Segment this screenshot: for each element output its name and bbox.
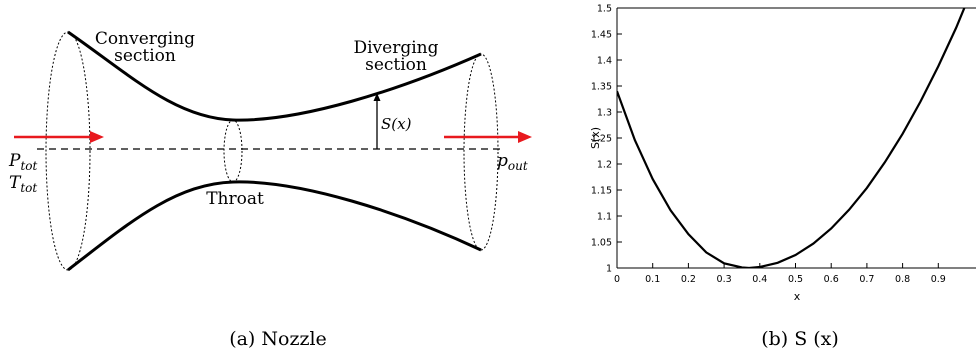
x-tick-label: 0.6	[824, 274, 839, 285]
t-tot-label: Ttot	[9, 173, 37, 195]
x-tick-label: 0.3	[717, 274, 732, 285]
outlet-cross-section	[463, 53, 499, 251]
y-tick-label: 1.25	[591, 134, 612, 145]
y-tick-label: 1.05	[591, 238, 612, 249]
y-tick-label: 1.5	[597, 4, 612, 15]
nozzle-upper-wall	[67, 30, 482, 122]
p-out-label: pout	[497, 151, 528, 173]
y-ticks: 1 1.05 1.1 1.15 1.2 1.25 1.3 1.35 1.4 1.45 1.5	[591, 4, 622, 275]
s-arrow-head	[373, 93, 381, 101]
y-tick-label: 1.4	[597, 56, 612, 67]
y-tick-label: 1.2	[597, 160, 612, 171]
y-tick-label: 1.45	[591, 30, 612, 41]
nozzle-lower-wall	[67, 180, 482, 272]
y-tick-label: 1.35	[591, 82, 612, 93]
p-tot-label: Ptot	[8, 151, 38, 173]
x-tick-label: 0.8	[895, 274, 910, 285]
converging-label-line2: section	[114, 46, 176, 66]
diverging-label-line2: section	[365, 55, 427, 75]
series-line	[617, 8, 966, 268]
throat-cross-section	[223, 119, 243, 183]
x-tick-label: 0.9	[931, 274, 946, 285]
throat-label: Throat	[206, 189, 264, 209]
y-tick-label: 1.1	[597, 212, 612, 223]
converging-label-line1: Converging	[95, 29, 195, 49]
x-tick-label: 0.1	[645, 274, 660, 285]
diverging-label-line1: Diverging	[353, 38, 438, 58]
s-plot: 1 1.05 1.1 1.15 1.2 1.25 1.3 1.35 1.4 1.45 1.5 0 0.…	[589, 4, 976, 350]
nozzle-caption: (a) Nozzle	[229, 328, 327, 350]
x-tick-label: 0	[614, 274, 620, 285]
y-tick-label: 1	[606, 264, 612, 275]
y-tick-label: 1.3	[597, 108, 612, 119]
s-label: S(x)	[381, 115, 412, 133]
x-ticks: 0 0.1 0.2 0.3 0.4 0.5 0.6 0.7 0.8 0.9	[614, 263, 946, 285]
inlet-flow-arrow	[14, 131, 104, 143]
inlet-cross-section	[45, 31, 91, 271]
outlet-flow-arrow	[444, 131, 532, 143]
plot-caption: (b) S (x)	[761, 328, 839, 350]
x-tick-label: 0.2	[681, 274, 696, 285]
y-axis-label: S(x)	[589, 127, 602, 149]
y-tick-label: 1.15	[591, 186, 612, 197]
nozzle-diagram: Converging section Diverging section Thr…	[8, 29, 532, 350]
x-tick-label: 0.7	[859, 274, 874, 285]
x-tick-label: 0.4	[752, 274, 767, 285]
x-axis-label: x	[794, 290, 801, 303]
x-tick-label: 0.5	[788, 274, 803, 285]
